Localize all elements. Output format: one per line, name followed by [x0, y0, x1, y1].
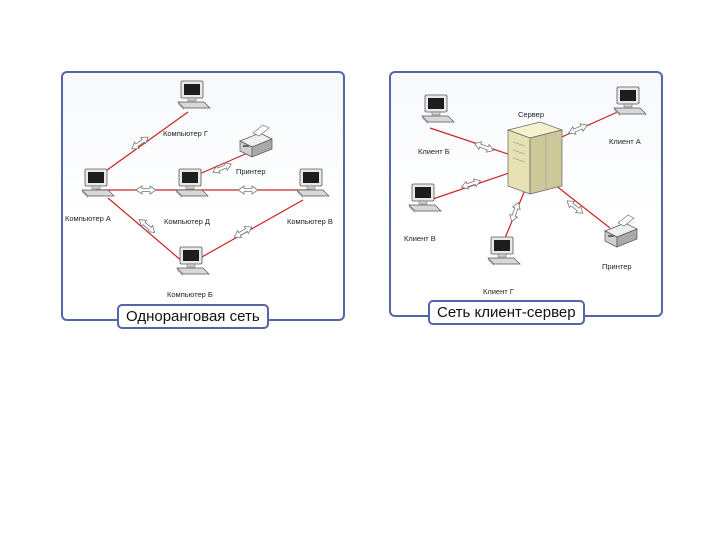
client-b-label: Клиент Б	[418, 147, 450, 156]
computer-a-label: Компьютер А	[65, 214, 111, 223]
client-g-label: Клиент Г	[483, 287, 514, 296]
computer-g-label: Компьютер Г	[163, 129, 208, 138]
computer-g-icon	[177, 80, 211, 111]
computer-d-label: Компьютер Д	[164, 217, 210, 226]
cs-printer-label: Принтер	[602, 262, 632, 271]
client-a-icon	[613, 86, 647, 117]
computer-b-label: Компьютер Б	[167, 290, 213, 299]
client-b-icon	[421, 94, 455, 125]
client-server-caption: Сеть клиент-сервер	[428, 300, 585, 325]
cs-printer-icon	[604, 214, 638, 248]
printer-icon	[239, 124, 273, 158]
computer-a-icon	[81, 168, 115, 199]
printer-label: Принтер	[236, 167, 266, 176]
client-a-label: Клиент А	[609, 137, 641, 146]
computer-b-icon	[176, 246, 210, 277]
server-label: Сервер	[518, 110, 544, 119]
server-icon	[506, 121, 564, 195]
computer-v-label: Компьютер В	[287, 217, 333, 226]
client-g-icon	[487, 236, 521, 267]
computer-d-icon	[175, 168, 209, 199]
client-v-label: Клиент В	[404, 234, 436, 243]
peer-network-caption: Одноранговая сеть	[117, 304, 269, 329]
computer-v-icon	[296, 168, 330, 199]
